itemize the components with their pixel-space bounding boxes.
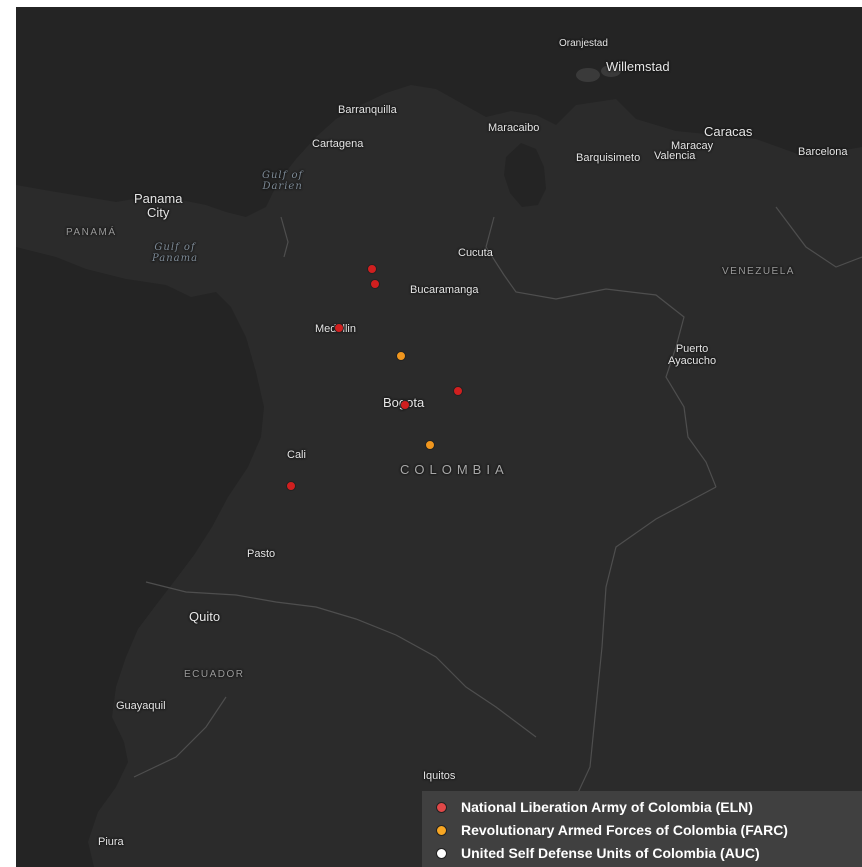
label-iquitos: Iquitos (423, 770, 456, 782)
lake-maracaibo (504, 143, 546, 207)
legend-label: United Self Defense Units of Colombia (A… (461, 845, 760, 861)
label-bucaramanga: Bucaramanga (410, 284, 479, 296)
legend-item-farc: Revolutionary Armed Forces of Colombia (… (436, 819, 788, 841)
incident-marker[interactable] (400, 400, 410, 410)
incident-marker[interactable] (286, 481, 296, 491)
label-cali: Cali (287, 449, 306, 461)
label-quito: Quito (189, 609, 221, 624)
label-gulf-of-darien: Gulf of Darien (262, 170, 304, 192)
legend-item-eln: National Liberation Army of Colombia (EL… (436, 796, 753, 818)
incident-marker[interactable] (396, 351, 406, 361)
label-ecuador: ECUADOR (184, 669, 245, 680)
label-cucuta: Cucuta (458, 247, 493, 259)
circle-marker-icon (436, 847, 447, 859)
label-piura: Piura (98, 836, 124, 848)
basemap (16, 7, 862, 867)
circle-marker-icon (436, 824, 447, 836)
caribbean-sea (16, 7, 862, 217)
label-caracas: Caracas (704, 124, 753, 139)
label-guayaquil: Guayaquil (116, 700, 166, 712)
label-panama-country: PANAMÁ (66, 227, 117, 238)
label-gulf-of-panama: Gulf of Panama (152, 242, 199, 264)
incident-marker[interactable] (370, 279, 380, 289)
legend-item-auc: United Self Defense Units of Colombia (A… (436, 842, 760, 864)
map-legend: National Liberation Army of Colombia (EL… (422, 791, 862, 867)
label-puerto-ayacucho: Puerto Ayacucho (668, 343, 717, 368)
label-barranquilla: Barranquilla (338, 104, 397, 116)
label-maracay: Maracay (671, 140, 714, 152)
label-valencia: Valencia (654, 150, 696, 162)
pacific-ocean (16, 247, 264, 867)
label-willemstad: Willemstad (606, 59, 670, 74)
incident-marker[interactable] (367, 264, 377, 274)
label-cartagena: Cartagena (312, 138, 364, 150)
incident-marker[interactable] (453, 386, 463, 396)
label-pasto: Pasto (247, 548, 276, 560)
label-venezuela: VENEZUELA (722, 266, 795, 277)
label-barcelona: Barcelona (798, 146, 848, 158)
label-barquisimeto: Barquisimeto (576, 152, 641, 164)
label-maracaibo: Maracaibo (488, 122, 540, 134)
label-panama-city: Panama City (134, 191, 183, 221)
map-canvas[interactable]: Oranjestad Willemstad Barranquilla Marac… (16, 7, 862, 867)
incident-marker[interactable] (425, 440, 435, 450)
legend-label: Revolutionary Armed Forces of Colombia (… (461, 822, 788, 838)
circle-marker-icon (436, 801, 447, 813)
incident-marker[interactable] (334, 323, 344, 333)
legend-label: National Liberation Army of Colombia (EL… (461, 799, 753, 815)
label-oranjestad: Oranjestad (559, 38, 608, 49)
label-colombia: COLOMBIA (400, 462, 509, 477)
